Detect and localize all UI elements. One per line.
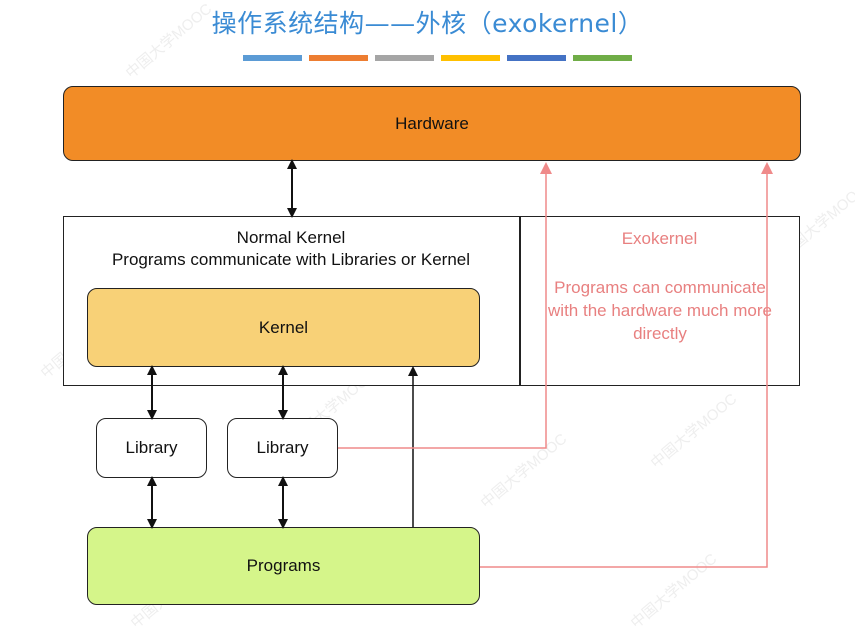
- library-label-2: Library: [256, 438, 309, 457]
- library-label-1: Library: [125, 438, 178, 457]
- hardware-box: Hardware: [63, 86, 801, 161]
- kernel-box: Kernel: [87, 288, 480, 367]
- exokernel-description: Programs can communicate with the hardwa…: [548, 278, 772, 343]
- hardware-label: Hardware: [395, 113, 469, 133]
- library-box-1: Library: [96, 418, 207, 478]
- normal-kernel-subtitle: Programs communicate with Libraries or K…: [111, 250, 471, 269]
- arrow-library-hardware: [338, 162, 552, 449]
- accent-stripe-green: [573, 55, 632, 61]
- kernel-label: Kernel: [258, 317, 309, 337]
- page-title: 操作系统结构——外核（exokernel）: [211, 9, 644, 38]
- accent-stripe-yellow: [441, 55, 500, 61]
- accent-stripe-orange: [309, 55, 368, 61]
- accent-stripe-navy: [507, 55, 566, 61]
- exokernel-title: Exokernel: [621, 229, 698, 248]
- exokernel-divider: [519, 216, 521, 386]
- accent-stripe-gray: [375, 55, 434, 61]
- accent-stripes: [243, 55, 632, 61]
- programs-label: Programs: [246, 556, 321, 575]
- normal-kernel-title: Normal Kernel: [236, 228, 346, 247]
- arrow-programs-hardware: [480, 162, 773, 568]
- normal-kernel-text: Normal Kernel Programs communicate with …: [63, 227, 519, 271]
- accent-stripe-blue: [243, 55, 302, 61]
